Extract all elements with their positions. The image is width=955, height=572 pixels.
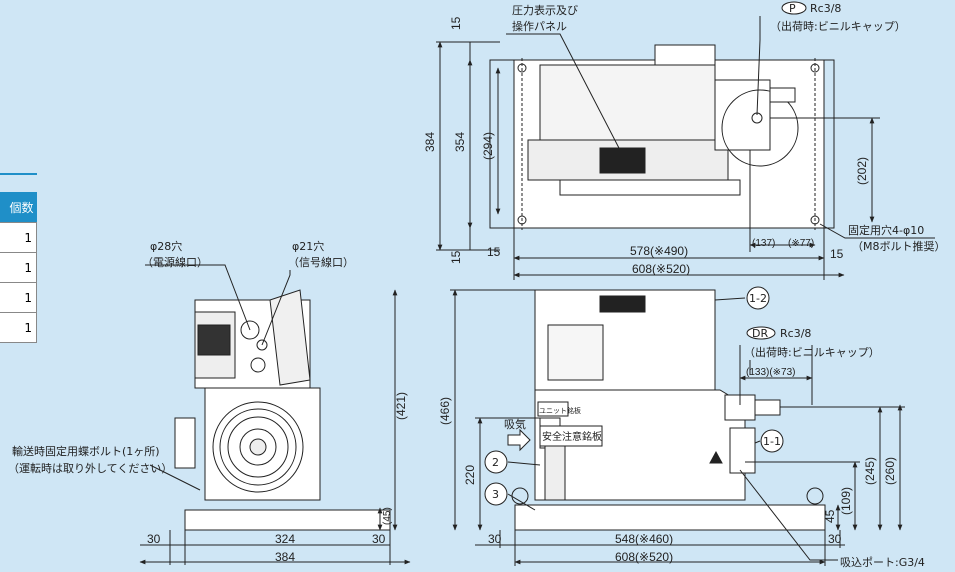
panel-label-line2: 操作パネル: [512, 19, 567, 33]
table-cell: 1: [0, 252, 37, 283]
hole-cable-label: φ28穴: [150, 239, 182, 253]
callout-3-shape: [484, 482, 508, 506]
unit-plate-label: ユニット銘板: [539, 406, 581, 415]
hole-signal-sub: （信号線口）: [288, 255, 354, 269]
dim-side-30-right: 30: [372, 532, 386, 546]
dim-top-578: 578(※490): [630, 244, 688, 258]
dim-front-45: 45: [823, 509, 837, 523]
port-p-badge-shape: [781, 1, 807, 15]
dim-front-30-right: 30: [828, 532, 842, 546]
port-dr-badge-shape: [746, 326, 776, 340]
port-dr-spec: Rc3/8: [780, 327, 811, 340]
dim-top-15-right: 15: [830, 247, 844, 261]
dim-front-133: (133)(※73): [746, 367, 796, 378]
callout-3: 3: [492, 488, 499, 501]
top-view: [436, 16, 935, 280]
dim-side-384: 384: [275, 550, 295, 564]
dim-top-608: 608(※520): [632, 262, 690, 276]
dim-front-109: (109): [839, 487, 853, 515]
callout-2-shape: [484, 450, 508, 474]
safety-plate-box: [539, 425, 603, 447]
dim-side-421: (421): [394, 392, 408, 420]
side-view: [139, 264, 411, 565]
intake-label: 吸気: [504, 417, 526, 431]
hole-signal-label: φ21穴: [292, 239, 324, 253]
bolt-label-line2: （運転時は取り外してください）: [8, 462, 172, 475]
hole-cable-sub: （電源線口）: [142, 255, 208, 269]
safety-plate-label: 安全注意銘板: [542, 430, 602, 443]
suction-port-label: 吸込ポート:G3/4: [840, 556, 925, 569]
dim-top-354: 354: [453, 132, 467, 152]
dim-side-324: 324: [275, 532, 295, 546]
table-header: 個数: [0, 192, 37, 223]
dim-side-30-left: 30: [147, 532, 161, 546]
dim-front-548: 548(※460): [615, 532, 673, 546]
dim-top-294: (294): [481, 132, 495, 160]
port-dr-note: （出荷時:ビニルキャップ）: [744, 345, 880, 359]
panel-label-line1: 圧力表示及び: [512, 3, 578, 17]
port-dr-badge: DR: [752, 327, 768, 340]
dim-top-384: 384: [423, 132, 437, 152]
dim-front-466: (466): [438, 397, 452, 425]
dim-top-202: (202): [855, 157, 869, 185]
callout-1-1-shape: [760, 429, 784, 453]
mount-hole-note: （M8ボルト推奨）: [852, 239, 946, 253]
port-p-badge: P: [789, 2, 796, 15]
table-cell: 1: [0, 222, 37, 253]
dim-side-45: (45): [382, 507, 393, 525]
callout-2: 2: [492, 456, 499, 469]
dim-top-77: (※77): [788, 238, 814, 249]
dim-top-15-upper: 15: [449, 16, 463, 30]
table-cell: 1: [0, 282, 37, 313]
dim-front-245: (245): [863, 457, 877, 485]
dim-top-15-left: 15: [487, 245, 501, 259]
front-view: [450, 289, 905, 566]
dim-front-608: 608(※520): [615, 550, 673, 564]
table-cell: 1: [0, 312, 37, 343]
dim-front-220: 220: [463, 465, 477, 485]
dim-front-260: (260): [883, 457, 897, 485]
callout-1-1: 1-1: [763, 435, 781, 448]
callout-1-2: 1-2: [749, 292, 767, 305]
table-accent-line: [0, 173, 37, 175]
dim-front-30-left: 30: [488, 532, 502, 546]
unit-plate-box: [537, 401, 569, 417]
mount-hole-label: 固定用穴4-φ10: [848, 223, 924, 237]
quantity-table: 個数 1 1 1 1: [0, 192, 37, 343]
port-p-spec: Rc3/8: [810, 2, 841, 15]
bolt-label-line1: 輸送時固定用蝶ボルト(1ヶ所): [12, 444, 160, 458]
callout-1-2-shape: [746, 286, 770, 310]
port-p-note: （出荷時:ビニルキャップ）: [770, 19, 906, 33]
dim-top-137: (137): [752, 238, 775, 249]
dim-top-15-lower: 15: [449, 250, 463, 264]
